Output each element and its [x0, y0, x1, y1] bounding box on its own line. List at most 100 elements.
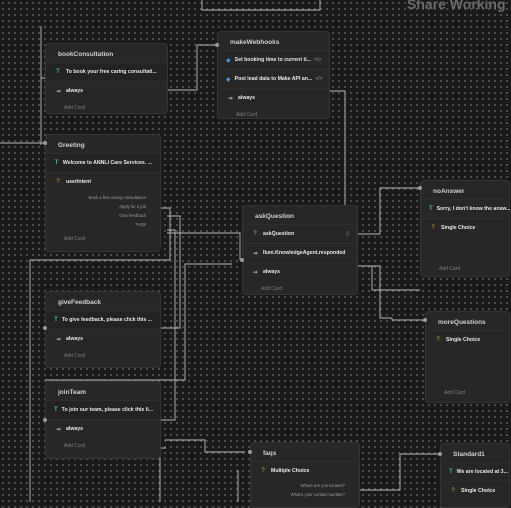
text-icon: T: [54, 317, 58, 323]
choice-card[interactable]: ? Single Choice: [426, 330, 509, 349]
transition-label: llum.KnowledgeAgent.responded: [263, 250, 346, 256]
card-text: To give feedback, please click this ...: [61, 317, 152, 323]
arrow-icon: ⇥: [55, 88, 61, 95]
arrow-icon: ⇥: [227, 95, 233, 102]
transition-label: always: [263, 269, 281, 275]
arrow-icon: ⇥: [55, 336, 61, 343]
choice-option[interactable]: Book a free caring consultation: [88, 195, 147, 200]
question-icon: ?: [436, 337, 440, 343]
node-noAnswer[interactable]: noAnswer T Sorry, I don't know the answ.…: [420, 180, 511, 277]
card-text: Post lead data to Make API an...: [234, 76, 313, 82]
add-card-button[interactable]: Add Card: [439, 266, 461, 272]
connection-port[interactable]: [438, 452, 442, 456]
text-card[interactable]: T To join our team, please click this li…: [46, 400, 160, 419]
add-card-button[interactable]: Add Card: [261, 286, 283, 292]
choice-option[interactable]: FAQs: [135, 222, 146, 227]
connection-port[interactable]: [418, 186, 422, 190]
add-card-button[interactable]: Add Card: [64, 236, 86, 242]
choice-option[interactable]: Apply for a job: [119, 204, 146, 209]
node-giveFeedback[interactable]: giveFeedback T To give feedback, please …: [45, 291, 161, 368]
card-text: Single Choice: [461, 488, 496, 494]
intent-card[interactable]: ? userIntent: [46, 172, 160, 191]
book-icon: ▯: [346, 231, 349, 237]
code-icon: </>: [315, 76, 323, 82]
card-text: Multiple Choice: [271, 468, 310, 474]
text-icon: T: [54, 407, 58, 413]
node-title: askQuestion: [255, 213, 295, 220]
card-text: To join our team, please click this li..…: [61, 407, 153, 413]
always-transition[interactable]: ⇥ always: [46, 81, 167, 100]
webhook-icon: ◆: [226, 76, 231, 83]
card-text: Single Choice: [446, 337, 481, 343]
add-card-button[interactable]: Add Card: [64, 105, 86, 111]
add-card-button[interactable]: Add Card: [444, 390, 466, 396]
add-card-button[interactable]: Add Card: [64, 353, 86, 359]
card-text: Sorry, I don't know the answ...: [436, 206, 511, 212]
text-icon: T: [429, 206, 433, 212]
always-transition[interactable]: ⇥ always: [46, 329, 160, 348]
transition-label: always: [66, 336, 84, 342]
text-card[interactable]: T Welcome to ANNLI Care Services. ...: [46, 153, 160, 172]
connection-port[interactable]: [240, 258, 244, 262]
node-title: joinTeam: [58, 389, 87, 396]
node-title: faqs: [263, 450, 277, 457]
question-icon: ?: [431, 225, 435, 231]
choice-card[interactable]: ? Multiple Choice: [251, 461, 359, 480]
arrow-icon: ⇥: [252, 269, 258, 276]
text-icon: T: [449, 469, 453, 475]
text-icon: T: [56, 69, 60, 75]
card-text: Welcome to ANNLI Care Services. ...: [62, 160, 152, 166]
node-faqs[interactable]: faqs ? Multiple Choice Where are you loc…: [250, 442, 360, 508]
node-standard1[interactable]: Standard1 T We are located at 3... ? Sin…: [440, 443, 510, 508]
node-moreQuestions[interactable]: moreQuestions ? Single Choice Add Card: [425, 311, 510, 403]
connection-port[interactable]: [248, 450, 252, 454]
arrow-icon: ⇥: [252, 250, 258, 257]
node-title: noAnswer: [433, 188, 465, 195]
question-icon: ?: [451, 488, 455, 494]
choice-option[interactable]: What's your contact number?: [290, 492, 345, 497]
node-title: bookConsultation: [58, 51, 114, 58]
question-icon: ?: [261, 468, 265, 474]
choice-card[interactable]: ? Single Choice: [421, 218, 509, 237]
text-card[interactable]: T Sorry, I don't know the answ...: [421, 199, 511, 218]
transition-label: always: [66, 88, 84, 94]
webhook-card[interactable]: ◆ Post lead data to Make API an... </>: [218, 69, 329, 88]
add-card-button[interactable]: Add Card: [236, 112, 258, 118]
card-text: We are located at 3...: [456, 469, 508, 475]
node-title: makeWebhooks: [230, 39, 280, 46]
card-text: Set booking time to current ti...: [234, 57, 312, 63]
always-transition[interactable]: ⇥ always: [243, 262, 357, 281]
add-card-button[interactable]: Add Card: [64, 443, 86, 449]
choice-option[interactable]: Give feedback: [119, 213, 146, 218]
ask-card[interactable]: ? askQuestion ▯: [243, 224, 357, 243]
always-transition[interactable]: ⇥ always: [218, 88, 329, 107]
question-icon: ?: [56, 179, 60, 185]
event-transition[interactable]: ⇥ llum.KnowledgeAgent.responded: [243, 243, 357, 262]
code-icon: </>: [314, 57, 322, 63]
node-bookConsultation[interactable]: bookConsultation T To book your free car…: [45, 43, 168, 114]
node-makeWebhooks[interactable]: makeWebhooks ◆ Set booking time to curre…: [217, 31, 330, 119]
arrow-icon: ⇥: [55, 426, 61, 433]
connection-port[interactable]: [43, 418, 47, 422]
webhook-card[interactable]: ◆ Set booking time to current ti... </>: [218, 50, 329, 69]
text-card[interactable]: T We are located at 3...: [441, 462, 509, 481]
transition-label: always: [66, 426, 84, 432]
node-greeting[interactable]: Greeting T Welcome to ANNLI Care Service…: [45, 134, 161, 252]
text-card[interactable]: T To give feedback, please click this ..…: [46, 310, 160, 329]
choice-card[interactable]: ? Single Choice: [441, 481, 509, 500]
card-text: To book your free caring consultati...: [66, 69, 157, 75]
connection-port[interactable]: [215, 43, 219, 47]
transition-label: always: [238, 95, 256, 101]
connection-port[interactable]: [43, 141, 47, 145]
always-transition[interactable]: ⇥ always: [46, 419, 160, 438]
node-title: Greeting: [58, 142, 85, 149]
connection-port[interactable]: [423, 318, 427, 322]
connection-port[interactable]: [43, 326, 47, 330]
webhook-icon: ◆: [226, 57, 231, 64]
node-askQuestion[interactable]: askQuestion ? askQuestion ▯ ⇥ llum.Knowl…: [242, 205, 358, 295]
choice-option[interactable]: Where are you located?: [300, 483, 345, 488]
question-icon: ?: [253, 231, 257, 237]
text-card[interactable]: T To book your free caring consultati...: [46, 62, 167, 81]
node-joinTeam[interactable]: joinTeam T To join our team, please clic…: [45, 381, 161, 459]
text-icon: T: [54, 160, 59, 166]
